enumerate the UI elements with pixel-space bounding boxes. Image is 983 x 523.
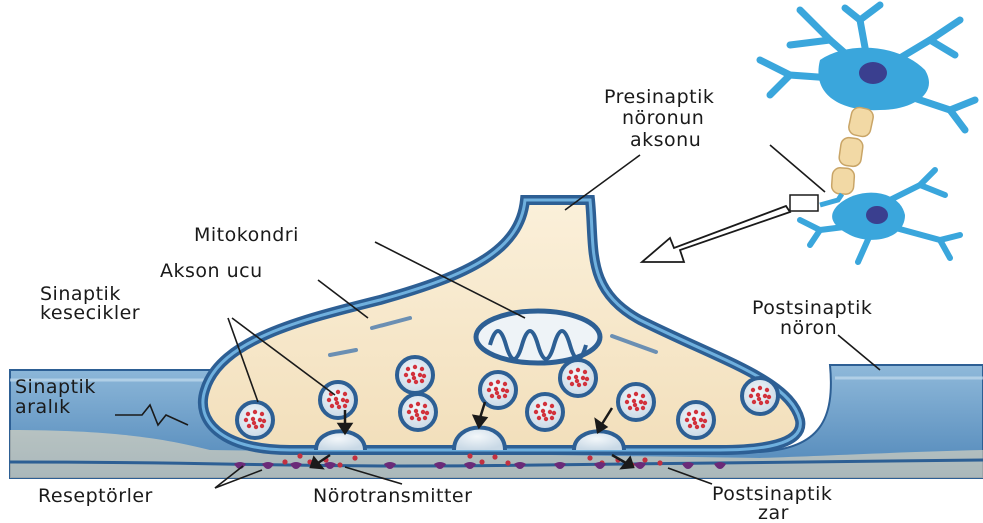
neurotransmitter-dot (642, 457, 647, 462)
label-presynaptic-line3: aksonu (630, 129, 701, 151)
neurotransmitter-dot (479, 459, 484, 464)
neurotransmitter-dot (297, 453, 302, 458)
neurotransmitter-dot (337, 462, 342, 467)
neurotransmitter-dot (505, 460, 510, 465)
mitochondrion (476, 311, 600, 363)
neurotransmitter-dot (352, 455, 357, 460)
label-cleft-line2: aralık (15, 396, 71, 418)
vesicle (742, 378, 778, 414)
label-postsynaptic-membrane-line2: zar (758, 502, 789, 523)
neurotransmitter-dot (467, 453, 472, 458)
label-neurotransmitter: Nörotransmitter (313, 485, 472, 507)
neurotransmitter-dot (282, 459, 287, 464)
label-presynaptic-line2: nöronun (622, 107, 704, 129)
neurotransmitter-dot (492, 454, 497, 459)
label-vesicles-line2: kesecikler (40, 302, 140, 324)
vesicle (527, 394, 563, 430)
zoom-arrow (642, 206, 790, 262)
presynaptic-neuron-icon (760, 5, 975, 205)
vesicle (560, 360, 596, 396)
label-receptors: Reseptörler (38, 485, 153, 507)
vesicle (400, 394, 436, 430)
neurotransmitter-dot (587, 455, 592, 460)
label-mitochondria: Mitokondri (194, 224, 299, 246)
vesicle (397, 357, 433, 393)
zoom-box (790, 195, 818, 211)
vesicle (678, 402, 714, 438)
neurotransmitter-dot (657, 460, 662, 465)
label-postsynaptic-neuron-line2: nöron (780, 317, 837, 339)
label-cleft-line1: Sinaptik (15, 376, 96, 398)
label-presynaptic-line1: Presinaptik (604, 86, 714, 108)
label-postsynaptic-neuron-line1: Postsinaptik (752, 297, 872, 319)
label-axon-terminal: Akson ucu (160, 260, 263, 282)
vesicle (237, 402, 273, 438)
vesicle (618, 384, 654, 420)
